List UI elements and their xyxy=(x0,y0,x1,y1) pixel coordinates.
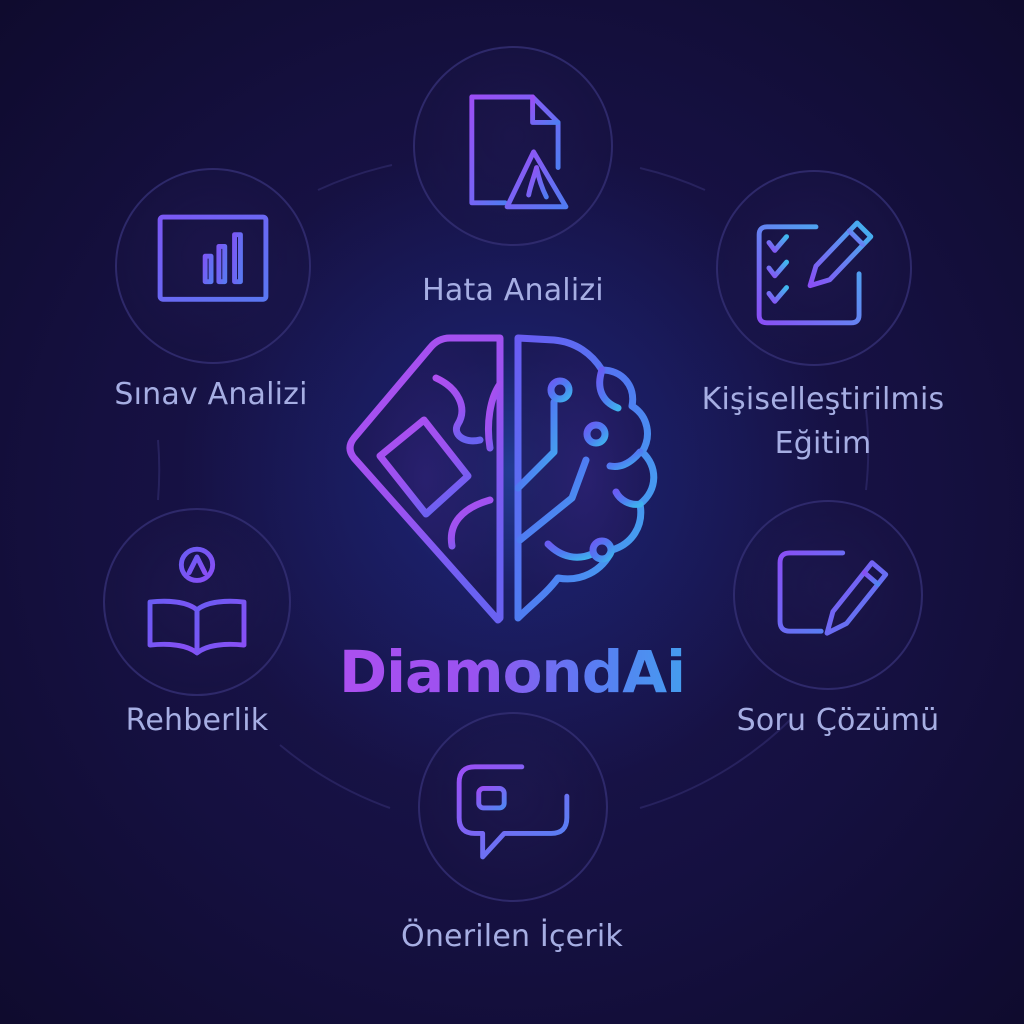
feature-label-hata-analizi: Hata Analizi xyxy=(422,273,604,308)
feature-circle-sinav-analizi[interactable] xyxy=(115,168,311,364)
feature-label-soru-cozumu: Soru Çözümü xyxy=(736,703,940,738)
feature-circle-kisisellestirilmis-egitim[interactable] xyxy=(716,170,912,366)
feature-label-onerilen-icerik: Önerilen İçerik xyxy=(401,919,623,954)
feature-circle-onerilen-icerik[interactable] xyxy=(418,712,608,902)
feature-circle-hata-analizi[interactable] xyxy=(413,46,613,246)
feature-label-rehberlik: Rehberlik xyxy=(125,703,269,738)
feature-circle-soru-cozumu[interactable] xyxy=(733,500,923,690)
document-warning-icon xyxy=(469,94,569,210)
checklist-pencil-icon xyxy=(756,220,874,326)
chat-bubble-icon xyxy=(456,760,570,860)
brain-logo-icon xyxy=(346,334,658,624)
document-pencil-icon xyxy=(777,550,889,636)
monitor-chart-icon xyxy=(157,214,269,324)
feature-label-sinav-analizi: Sınav Analizi xyxy=(114,377,308,412)
brand-wordmark: DiamondAi xyxy=(312,632,712,712)
open-book-icon xyxy=(147,546,247,656)
feature-circle-rehberlik[interactable] xyxy=(103,508,291,696)
feature-label-kisisellestirilmis-egitim: Kişiselleştirilmis Eğitim xyxy=(701,382,945,461)
